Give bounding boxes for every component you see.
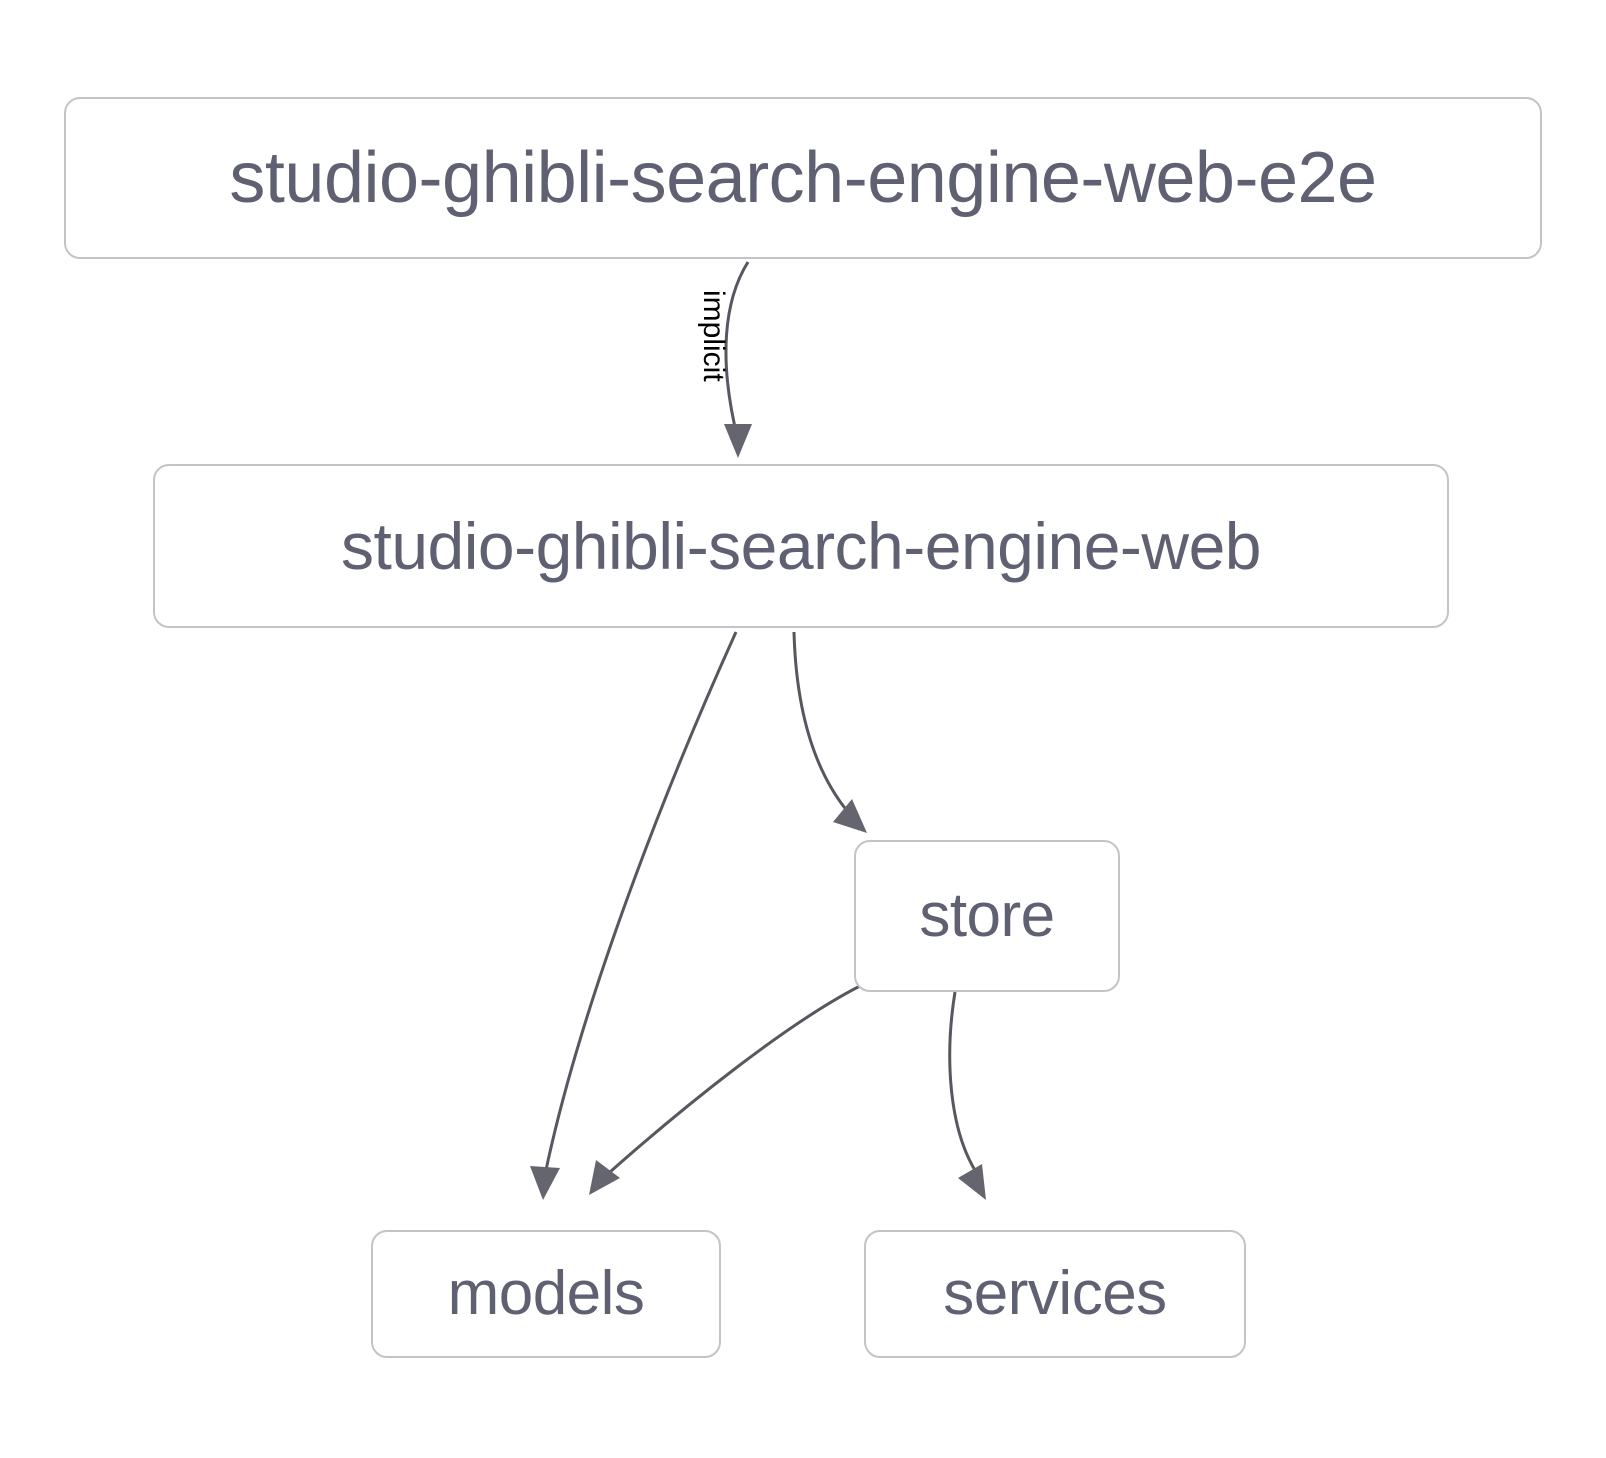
edge-path: [544, 631, 738, 1171]
edge-web-to-store: [792, 631, 867, 833]
arrowhead-icon: [530, 1166, 560, 1200]
node-label: studio-ghibli-search-engine-web: [340, 509, 1262, 583]
edge-path: [792, 631, 850, 813]
arrowhead-icon: [833, 799, 867, 833]
node-studio-ghibli-search-engine-web-e2e[interactable]: studio-ghibli-search-engine-web-e2e: [64, 97, 1542, 259]
node-models[interactable]: models: [371, 1230, 721, 1358]
edge-store-to-models: [589, 981, 867, 1195]
node-label: models: [447, 1259, 645, 1328]
edge-path: [948, 991, 978, 1173]
edge-store-to-services: [948, 991, 986, 1200]
node-label: store: [919, 881, 1055, 950]
edge-label-implicit: implicit: [697, 290, 730, 382]
node-studio-ghibli-search-engine-web[interactable]: studio-ghibli-search-engine-web: [153, 464, 1449, 628]
node-store[interactable]: store: [854, 840, 1120, 992]
node-label: studio-ghibli-search-engine-web-e2e: [229, 138, 1377, 218]
node-label: services: [943, 1259, 1167, 1328]
arrowhead-icon: [589, 1160, 620, 1195]
edge-path: [609, 981, 867, 1174]
edge-web-to-models: [530, 631, 738, 1200]
node-services[interactable]: services: [864, 1230, 1246, 1358]
arrowhead-icon: [724, 424, 752, 458]
arrowhead-icon: [958, 1164, 986, 1200]
